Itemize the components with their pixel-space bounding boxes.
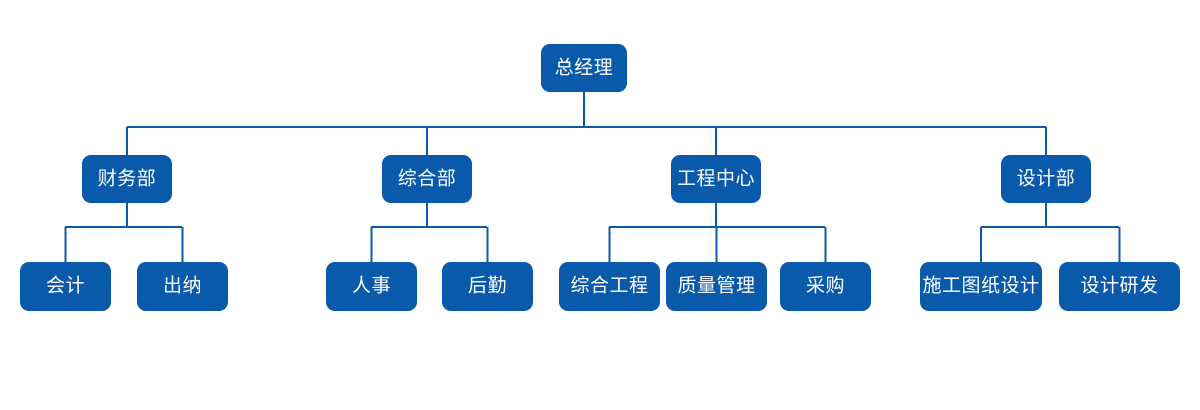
org-node-label: 会计: [45, 275, 85, 297]
org-node-label: 质量管理: [677, 275, 756, 297]
org-node-accounting[interactable]: 会计: [20, 262, 111, 311]
org-node-general[interactable]: 综合部: [382, 155, 472, 203]
org-node-label: 后勤: [467, 275, 507, 297]
org-node-hr[interactable]: 人事: [326, 262, 417, 311]
org-node-label: 出纳: [162, 275, 202, 297]
org-node-gm[interactable]: 总经理: [541, 44, 627, 92]
org-node-finance[interactable]: 财务部: [82, 155, 172, 203]
org-node-label: 工程中心: [676, 168, 755, 189]
org-node-gen-eng[interactable]: 综合工程: [559, 262, 660, 311]
org-node-procurement[interactable]: 采购: [780, 262, 871, 311]
org-node-engineering[interactable]: 工程中心: [671, 155, 761, 203]
org-node-label: 人事: [351, 275, 391, 297]
org-node-label: 采购: [805, 275, 845, 297]
org-node-design-rd[interactable]: 设计研发: [1059, 262, 1180, 311]
org-node-label: 综合部: [397, 168, 457, 189]
org-node-label: 设计研发: [1080, 275, 1159, 297]
org-node-drawing-design[interactable]: 施工图纸设计: [920, 262, 1042, 311]
org-node-label: 设计部: [1016, 168, 1076, 189]
org-node-logistics[interactable]: 后勤: [442, 262, 533, 311]
org-node-design[interactable]: 设计部: [1001, 155, 1091, 203]
org-node-label: 总经理: [554, 57, 614, 78]
org-node-label: 财务部: [97, 168, 157, 189]
org-node-label: 综合工程: [570, 275, 649, 297]
org-node-quality[interactable]: 质量管理: [666, 262, 767, 311]
org-node-cashier[interactable]: 出纳: [137, 262, 228, 311]
org-node-label: 施工图纸设计: [922, 275, 1040, 297]
